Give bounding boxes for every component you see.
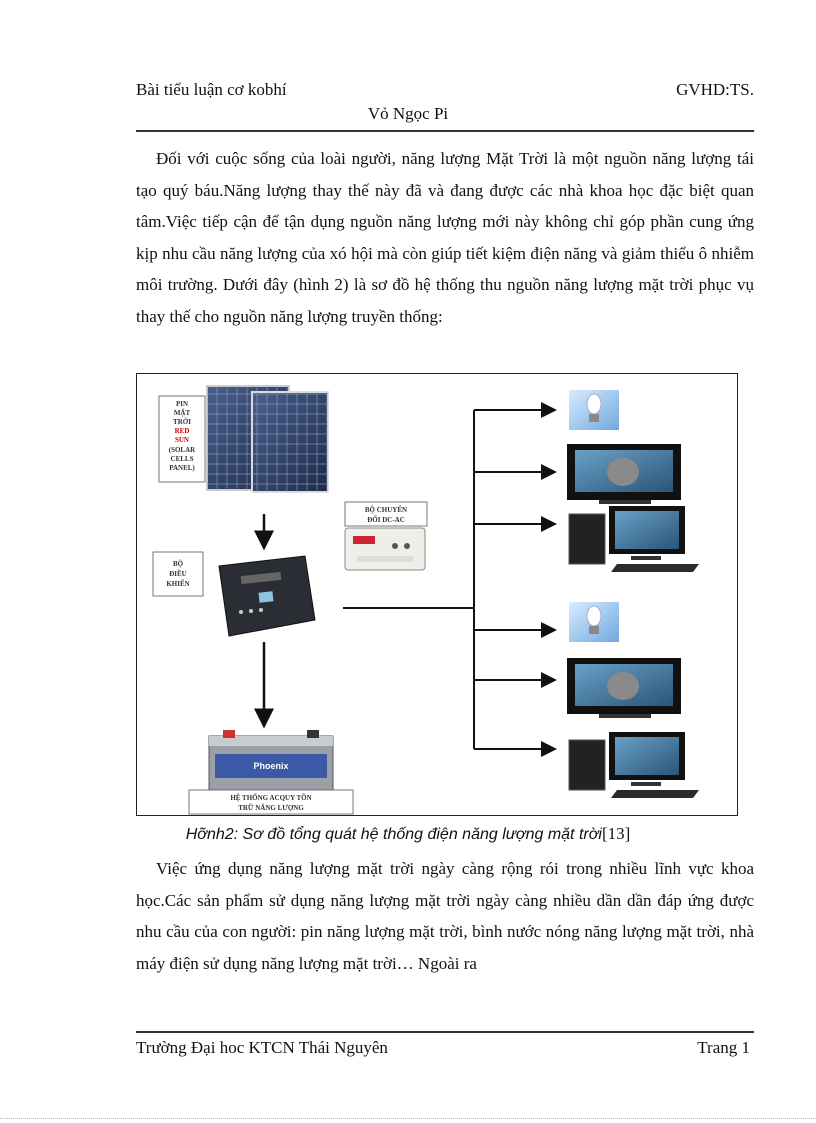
battery-label-line: HỆ THỐNG ACQUY TỒN [230,794,311,802]
footer-page: Trang 1 [697,1038,750,1058]
paragraph-applications: Việc ứng dụng năng lượng mặt trời ngày c… [136,853,754,979]
controller-label-line: KHIỂN [166,580,189,588]
dc-ac-converter-image [345,528,425,570]
charge-controller-image [219,556,315,636]
lamp-image [569,390,619,430]
figure-caption: Hỡnh2: Sơ đồ tổng quát hệ thống điện năn… [0,824,816,844]
header-instructor: Vỏ Ngọc Pi [0,104,816,124]
converter-label-line: ĐỔI DC-AC [367,516,405,524]
branch-connectors [343,410,555,749]
tv-image [567,444,681,504]
page-edge-dots [0,1118,816,1119]
converter-label-box: BỘ CHUYỂN ĐỔI DC-AC [345,502,427,526]
solar-label-line: RED [175,427,190,435]
computer-image [569,732,699,798]
solar-label-line: PIN [176,400,188,408]
battery-label-box: HỆ THỐNG ACQUY TỒN TRỮ NĂNG LƯỢNG [189,790,353,814]
tv-image [567,658,681,718]
controller-label-line: ĐIỀU [169,570,187,578]
solar-label-line: TRỜI [173,418,191,426]
paragraph-intro: Đối với cuộc sống của loài người, năng l… [136,143,754,332]
solar-label-line: MẶT [174,409,191,417]
controller-label-box: BỘ ĐIỀU KHIỂN [153,552,203,596]
solar-panel-image [207,386,328,492]
battery-brand: Phoenix [253,761,288,771]
battery-label-line: TRỮ NĂNG LƯỢNG [238,804,304,812]
computer-image [569,506,699,572]
converter-label-line: BỘ CHUYỂN [365,506,407,514]
solar-label-line: (SOLAR [169,446,196,454]
page-number: 1 [742,1038,751,1057]
header-rule [136,130,754,132]
lamp-image [569,602,619,642]
footer-left: Trường Đại hoc KTCN Thái Nguyên [136,1038,388,1058]
solar-label-line: PANEL) [169,464,195,472]
page-label: Trang [697,1038,737,1057]
solar-label-box: PIN MẶT TRỜI RED SUN (SOLAR CELLS PANEL) [159,396,205,482]
header-left: Bài tiểu luận cơ kobhí [136,80,287,100]
solar-label-line: SUN [175,436,189,444]
footer-rule [136,1031,754,1033]
figure-diagram: PIN MẶT TRỜI RED SUN (SOLAR CELLS PANEL)… [136,373,738,816]
caption-text: Hỡnh2: Sơ đồ tổng quát hệ thống điện năn… [186,826,602,843]
controller-label-line: BỘ [173,560,184,568]
solar-label-line: CELLS [171,455,194,463]
caption-reference: [13] [602,824,630,843]
battery-image: Phoenix [209,730,333,792]
header-right: GVHD:TS. [676,80,754,100]
